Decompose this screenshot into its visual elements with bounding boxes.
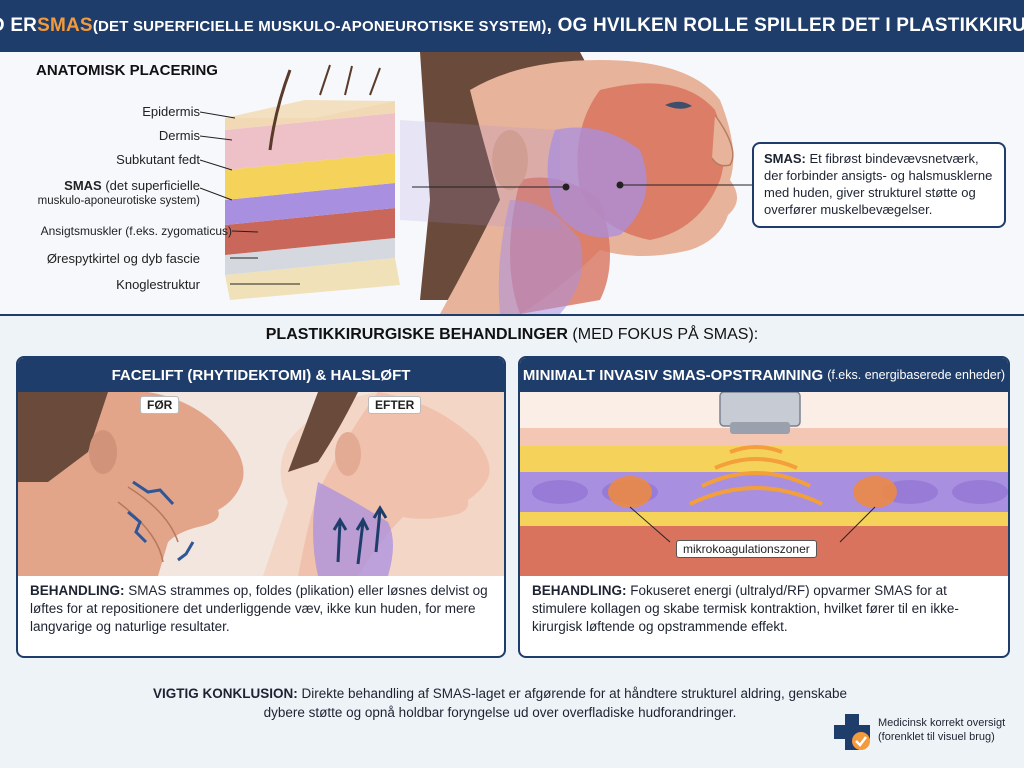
conclusion-text: Direkte behandling af SMAS-laget er afgø… xyxy=(263,686,848,720)
anatomy-title: ANATOMISK PLACERING xyxy=(36,62,218,79)
minimal-header: MINIMALT INVASIV SMAS-OPSTRAMNING(f.eks.… xyxy=(520,358,1008,392)
minimal-title: MINIMALT INVASIV SMAS-OPSTRAMNING xyxy=(522,366,824,384)
callout-text: Et fibrøst bindevævsnetværk, der forbind… xyxy=(764,151,993,217)
before-badge: FØR xyxy=(140,396,180,414)
minimal-card: MINIMALT INVASIV SMAS-OPSTRAMNING(f.eks.… xyxy=(518,356,1010,658)
minimal-subtitle: (f.eks. energibaserede enheder) xyxy=(827,368,1006,382)
label-parotid: Ørespytkirtel og dyb fascie xyxy=(46,251,200,266)
section-divider xyxy=(0,314,1024,316)
smas-callout: SMAS: Et fibrøst bindevævsnetværk, der f… xyxy=(752,142,1006,228)
medical-cross-icon xyxy=(834,714,870,750)
facelift-text: SMAS strammes op, foldes (plikation) ell… xyxy=(30,583,488,634)
header-prefix: HVAD ER xyxy=(0,15,38,36)
footer-note: Medicinsk korrekt oversigt (forenklet ti… xyxy=(878,716,1005,744)
label-subcutaneous: Subkutant fedt xyxy=(116,152,200,167)
tissue-layers-block xyxy=(225,64,400,300)
minimal-text: Fokuseret energi (ultralyd/RF) opvarmer … xyxy=(532,583,959,634)
treatments-title-rest: (MED FOKUS PÅ SMAS): xyxy=(567,326,759,343)
key-conclusion: VIGTIG KONKLUSION: Direkte behandling af… xyxy=(150,684,850,722)
anatomy-illustration xyxy=(199,52,752,314)
label-dermis: Dermis xyxy=(158,128,200,143)
label-bone: Knoglestruktur xyxy=(116,277,200,292)
before-after-illustration xyxy=(18,392,504,576)
head-illustration xyxy=(420,52,738,314)
after-badge: EFTER xyxy=(368,396,422,414)
energy-device-illustration xyxy=(520,392,1008,576)
page-header: HVAD ER SMAS (DET SUPERFICIELLE MUSKULO-… xyxy=(0,0,1024,52)
facelift-label: BEHANDLING: xyxy=(30,583,125,598)
label-muscles: Ansigtsmuskler (f.eks. zygomaticus) xyxy=(40,224,232,238)
facelift-card: FACELIFT (RHYTIDEKTOMI) & HALSLØFT BEHAN… xyxy=(16,356,506,658)
callout-bold: SMAS: xyxy=(764,151,806,166)
footer-line2: (forenklet til visuel brug) xyxy=(878,731,995,743)
facelift-title: FACELIFT (RHYTIDEKTOMI) & HALSLØFT xyxy=(18,358,504,392)
minimal-description: BEHANDLING: Fokuseret energi (ultralyd/R… xyxy=(532,582,998,636)
microcoagulation-label: mikrokoagulationszoner xyxy=(676,540,817,558)
treatments-title-bold: PLASTIKKIRURGISKE BEHANDLINGER xyxy=(265,326,568,343)
header-suffix: , OG HVILKEN ROLLE SPILLER DET I PLASTIK… xyxy=(546,15,1024,36)
footer-line1: Medicinsk korrekt oversigt xyxy=(878,717,1006,729)
header-paren: (DET SUPERFICIELLE MUSKULO-APONEUROTISKE… xyxy=(92,17,547,35)
label-smas-line2: muskulo-aponeurotiske system) xyxy=(37,195,200,207)
minimal-label: BEHANDLING: xyxy=(532,583,627,598)
facelift-description: BEHANDLING: SMAS strammes op, foldes (pl… xyxy=(30,582,494,636)
label-epidermis: Epidermis xyxy=(142,104,200,119)
label-smas-rest: (det superficielle xyxy=(101,178,200,193)
treatments-title: PLASTIKKIRURGISKE BEHANDLINGER (MED FOKU… xyxy=(0,326,1024,344)
label-smas-bold: SMAS xyxy=(64,178,102,193)
conclusion-label: VIGTIG KONKLUSION: xyxy=(152,686,298,701)
header-accent: SMAS xyxy=(37,15,93,36)
label-smas: SMAS (det superficielle xyxy=(0,178,200,193)
